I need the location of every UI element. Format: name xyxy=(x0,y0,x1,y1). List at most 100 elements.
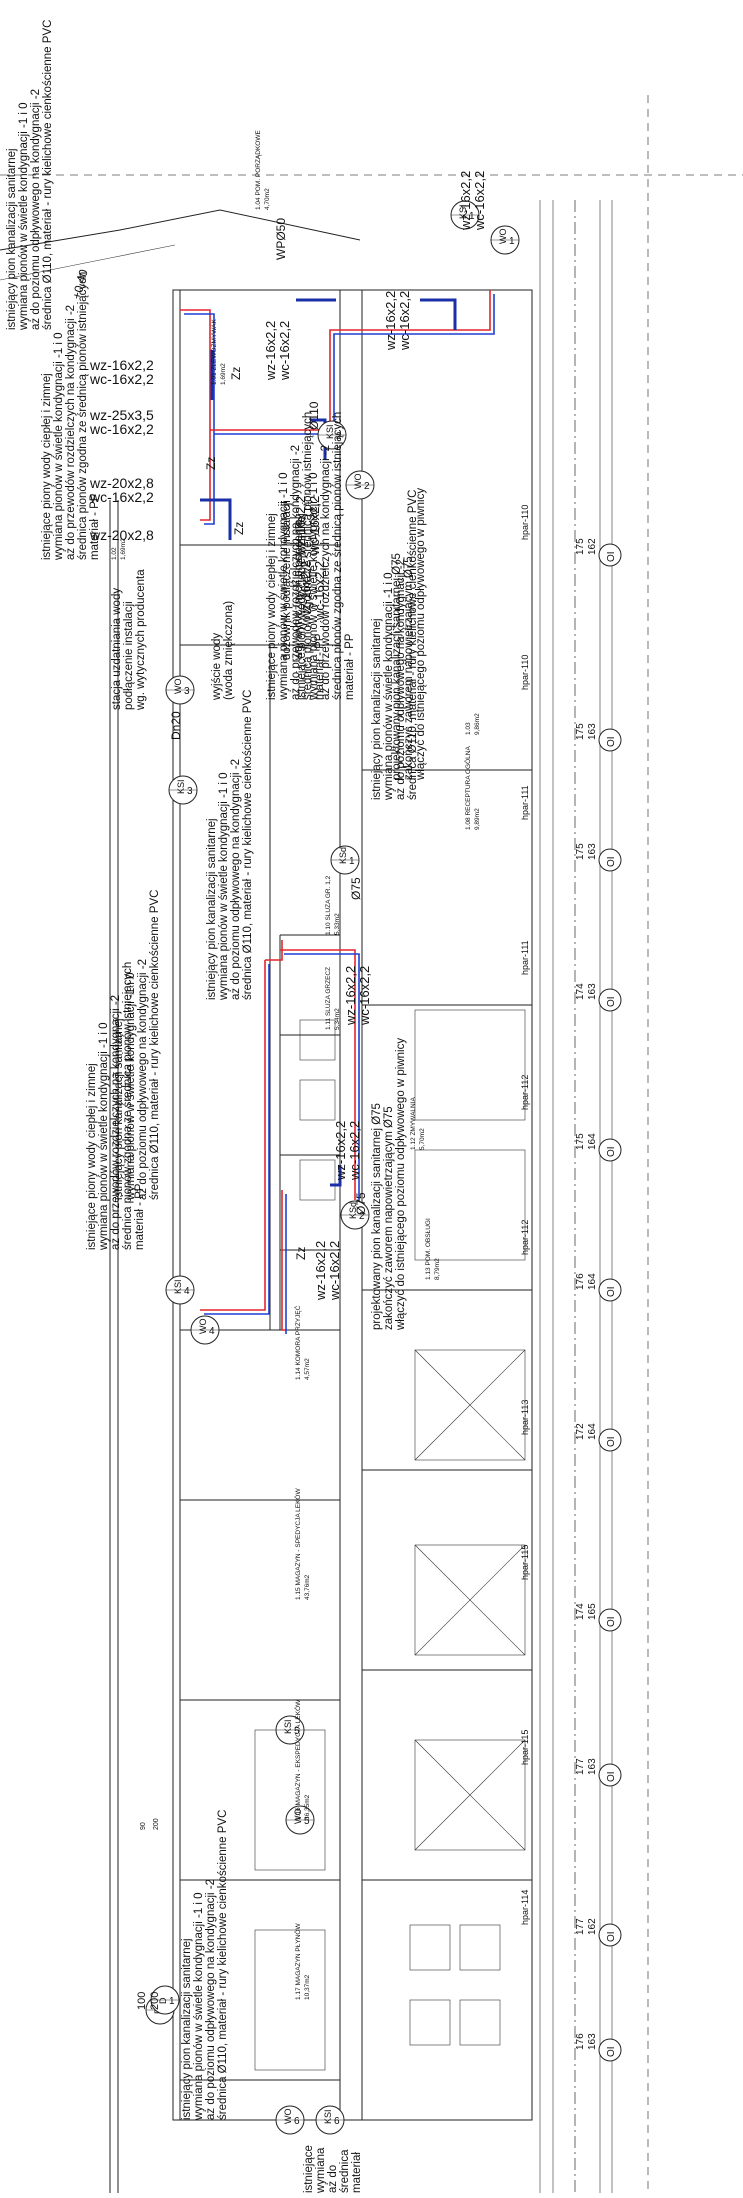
axis-frac-bottom: 163 xyxy=(587,2033,598,2050)
pipe-label-r4-line: wz-16x2,2 xyxy=(333,1121,348,1181)
marker-code: KSI xyxy=(325,424,335,439)
axis-ol: OI xyxy=(606,1771,617,1782)
annotation-notes: istniejący pion kanalizacji sanitarnej wy… xyxy=(6,20,427,2194)
room-label-1-13-line: 8,79m2 xyxy=(434,1258,441,1280)
note-stacja-line: podłączenie instalacji xyxy=(123,601,135,710)
note-woda_bottom-line: istniejące piony wody ciepłej i zimnej xyxy=(86,1063,98,1250)
room-label-1-10-line: 1.10 SLUZA GR. 1,2 xyxy=(325,875,332,935)
note-kanal_k2-line: wymiana pionów w świetle kondygnacji -1 … xyxy=(383,572,395,801)
room-label-1-15-line: 43,76m2 xyxy=(304,1574,311,1600)
axis-frac-top: 177 xyxy=(575,1758,586,1775)
marker-num: 5 xyxy=(304,1816,310,1827)
room-label-1-11-line: 1.11 SLUZA GRZECZ xyxy=(325,967,332,1030)
room-label-1-13-line: 1.13 POM. OBSŁUGI xyxy=(425,1218,432,1280)
marker-num: 4 xyxy=(209,1326,215,1337)
marker-code: KSI xyxy=(323,2109,333,2124)
note-kanal_k2-line: aż do poziomu odpływowego na kondygnacji… xyxy=(395,559,407,800)
axis-ol: OI xyxy=(606,736,617,747)
pipe-label-r3-line: wz-16x2,2 xyxy=(343,966,358,1026)
note-woda_bottom-line: aż do przewodów rozdzielczych na kondygn… xyxy=(110,995,122,1250)
pipe-label-left_b: wc-16x2,2 xyxy=(89,421,154,437)
room-label-1-15-line: 1.15 MAGAZYN - SPEDYCJA LEKÓW xyxy=(293,1488,302,1600)
marker-num: 1 xyxy=(469,211,475,222)
wp-label-line: WPØ50 xyxy=(274,218,288,260)
note-woda_mid-line: średnica pionów zgodna ze średnicą pionó… xyxy=(332,412,344,700)
axis-frac-bottom: 165 xyxy=(587,1603,598,1620)
axis-frac-top: 175 xyxy=(575,843,586,860)
room-label-1-04-line: 4,70m2 xyxy=(264,188,271,210)
room-label-1-17-line: 10,37m2 xyxy=(304,1974,311,2000)
axis-ol: OI xyxy=(606,1931,617,1942)
walls xyxy=(0,209,533,2193)
marker-code: KSI xyxy=(173,1279,183,1294)
dn-label: Zz xyxy=(229,367,243,380)
note-kanal_bottom-line: aż do poziomu odpływowego na kondygnacji… xyxy=(205,1879,217,2120)
dim-text-2: 200 xyxy=(153,1818,160,1830)
note-kanal_mid-line: istniejący pion kanalizacji sanitarnej xyxy=(206,818,218,1000)
room-label-1-03: 1.03 9,86m2 xyxy=(465,713,481,735)
note-wyjscie: wyjście wody(woda zmiękczona) xyxy=(211,601,235,701)
room-label-1-02: 1.02 1,69m2 xyxy=(111,538,127,560)
dn-label-line: Zz xyxy=(229,367,243,380)
note-woda_left-line: materiał - PP xyxy=(89,493,101,560)
pipe-label-r1-line: wc-16x2,2 xyxy=(277,321,292,381)
note-kanal_left2-line: istniejący pion kanalizacji sanitarnej xyxy=(113,1018,125,1200)
note-woda_top-line: średnica pionów zgodna ze średnicą pionó… xyxy=(302,412,314,700)
dn-label-line: Ø75 xyxy=(349,877,363,900)
note-woda_edge-line: aż do xyxy=(327,2165,339,2193)
pipe-label-r5-line: wc-16x2,2 xyxy=(327,1241,342,1301)
axis-frac-bottom: 163 xyxy=(587,843,598,860)
pipe-label-r5-line: wz-16x2,2 xyxy=(313,1241,328,1301)
axis-frac-bottom: 163 xyxy=(587,723,598,740)
axis-ol: OI xyxy=(606,1616,617,1627)
pipe-label-r2-line: wz-16x2,2 xyxy=(293,496,308,556)
marker-code: KSI xyxy=(176,779,186,794)
note-woda_mid-line: wymiana pionów w świetle kondygnacji -1 … xyxy=(308,472,320,701)
axis-ol: OI xyxy=(606,1436,617,1447)
note-woda_left-line: średnica pionów zgodna ze średnicą pionó… xyxy=(77,272,89,560)
room-label-1-14-line: 4,57m2 xyxy=(304,1358,311,1380)
pipe-label-left_a: wz-16x2,2 xyxy=(89,357,154,373)
marker-num: 1 xyxy=(349,856,355,867)
room-label-1-10-line: 5,33m2 xyxy=(334,913,341,935)
axis-frac-top: 172 xyxy=(575,1423,586,1440)
dim-text-4: 200 xyxy=(149,1992,161,2010)
room-label-1-02-line: 1,69m2 xyxy=(120,538,127,560)
marker-code: KSI xyxy=(458,204,468,219)
note-kanal_proj1-line: projektowany pion kanalizacji sanitarnej… xyxy=(391,553,403,780)
axis-ol: OI xyxy=(606,1286,617,1297)
marker-num: 1 xyxy=(169,1996,175,2007)
marker-code: WO xyxy=(353,474,363,490)
note-woda_left-line: aż do przewodów rozdzielczych na kondygn… xyxy=(65,305,77,560)
axis-frac-top: 175 xyxy=(575,723,586,740)
wp-label: WPØ50 xyxy=(274,218,288,260)
axis-frac-bottom: 163 xyxy=(587,983,598,1000)
note-kanal_bottom-line: średnica Ø110, materiał - rury kielichow… xyxy=(217,1810,229,2120)
marker-code: KSd xyxy=(338,847,348,864)
water-pipes xyxy=(180,290,495,1334)
note-woda_top-line: aż do przewodów rozdzielczych na kondygn… xyxy=(290,445,302,700)
marker-num: 2 xyxy=(364,481,370,492)
